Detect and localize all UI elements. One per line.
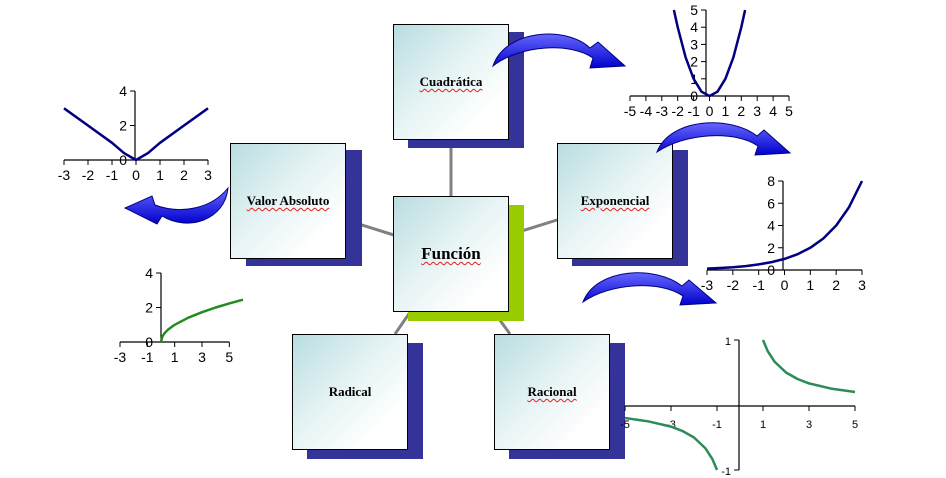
x-tick-label: -5: [624, 103, 637, 119]
x-tick-label: 5: [785, 103, 793, 119]
x-tick-label: -1: [141, 349, 154, 365]
node-radical-label: Radical: [328, 384, 372, 399]
x-tick-label: 3: [204, 167, 212, 183]
chart-radical: -3 -1 1 3 5 0 2 4: [114, 265, 244, 365]
series-line: [672, 9, 747, 98]
x-tick-label: 3: [753, 103, 761, 119]
x-tick-label: 5: [852, 419, 858, 431]
x-tick-label: -2: [727, 277, 740, 293]
curved-arrow-icon: [123, 186, 229, 225]
x-tick-label: 4: [769, 103, 777, 119]
x-tick-label: -1: [712, 419, 722, 431]
x-tick-label: -1: [106, 167, 119, 183]
y-tick-label: 8: [767, 173, 775, 189]
y-tick-label: 2: [145, 300, 153, 316]
y-tick-label: 0: [690, 88, 698, 104]
y-tick-label: 0: [145, 334, 153, 350]
x-tick-label: -3: [656, 103, 669, 119]
x-tick-label: 1: [806, 277, 814, 293]
x-tick-label: -1: [687, 103, 700, 119]
x-tick-label: 2: [180, 167, 188, 183]
x-tick-label: -3: [666, 419, 676, 431]
x-tick-label: 3: [198, 349, 206, 365]
series-line: [761, 339, 856, 394]
y-tick-label: 2: [690, 54, 698, 70]
y-tick-label: 6: [767, 195, 775, 211]
x-tick-label: -3: [701, 277, 714, 293]
node-center[interactable]: Función: [393, 196, 509, 312]
y-tick-label: 0: [119, 152, 127, 168]
x-tick-label: -3: [114, 349, 127, 365]
y-tick-label: 5: [690, 2, 698, 18]
y-tick-label: 2: [767, 240, 775, 256]
x-tick-label: -4: [640, 103, 653, 119]
node-absolute-label: Valor Absoluto: [246, 193, 330, 208]
x-tick-label: 1: [171, 349, 179, 365]
y-tick-label: 2: [119, 118, 127, 134]
series-line: [159, 298, 244, 343]
x-tick-label: -3: [58, 167, 71, 183]
x-tick-label: -5: [620, 419, 630, 431]
node-center-label: Función: [421, 244, 481, 263]
node-exponential[interactable]: Exponencial: [557, 143, 673, 259]
x-tick-label: 0: [132, 167, 140, 183]
curved-arrow-icon: [492, 33, 627, 69]
series-line: [624, 416, 719, 471]
x-tick-label: 0: [706, 103, 714, 119]
y-tick-label: 4: [145, 265, 153, 281]
x-tick-label: 3: [858, 277, 866, 293]
curved-arrow-icon: [581, 272, 718, 306]
node-rational-label: Racional: [527, 384, 577, 399]
x-tick-label: 1: [156, 167, 164, 183]
x-tick-label: 2: [832, 277, 840, 293]
series-line: [706, 180, 864, 270]
x-tick-label: -1: [752, 277, 765, 293]
y-tick-label: 0: [767, 262, 775, 278]
node-quadratic-label: Cuadrática: [419, 74, 483, 89]
y-tick-label: 4: [119, 83, 127, 99]
node-absolute[interactable]: Valor Absoluto: [230, 143, 346, 259]
chart-rational: -5 -3 -1 1 3 5 -1 1: [620, 336, 858, 478]
x-tick-label: 3: [806, 419, 812, 431]
y-tick-label: 4: [767, 218, 775, 234]
x-tick-label: 5: [225, 349, 233, 365]
node-rational[interactable]: Racional: [494, 334, 610, 450]
x-tick-label: 2: [737, 103, 745, 119]
series-line: [63, 107, 209, 162]
x-tick-label: 0: [781, 277, 789, 293]
x-tick-label: 1: [760, 419, 766, 431]
x-tick-label: 1: [722, 103, 730, 119]
node-quadratic[interactable]: Cuadrática: [393, 24, 509, 140]
x-tick-label: -2: [671, 103, 684, 119]
node-exponential-label: Exponencial: [580, 193, 650, 208]
y-tick-label: -1: [721, 466, 731, 478]
node-radical[interactable]: Radical: [292, 334, 408, 450]
y-tick-label: 1: [725, 336, 731, 348]
y-tick-label: 3: [690, 36, 698, 52]
y-tick-label: 4: [690, 19, 698, 35]
x-tick-label: -2: [82, 167, 95, 183]
curved-arrow-icon: [655, 122, 792, 156]
